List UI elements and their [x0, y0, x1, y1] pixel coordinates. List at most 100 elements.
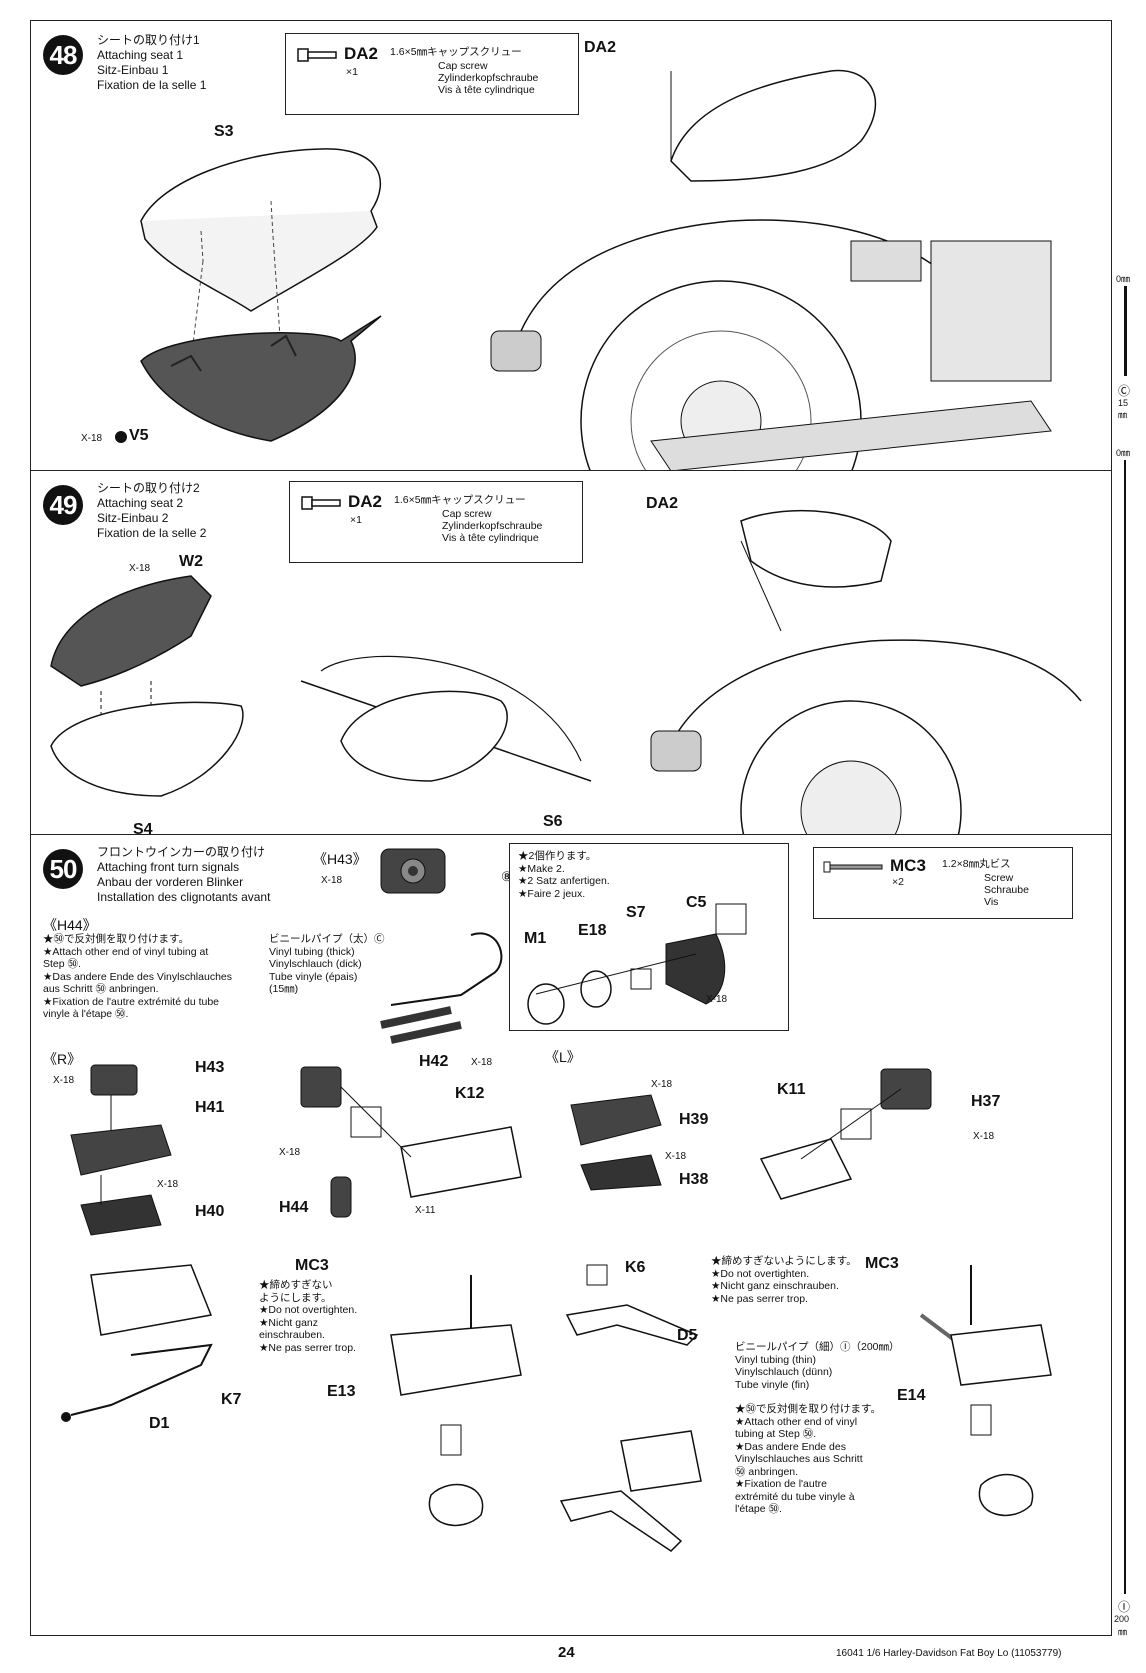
cement-x18-label: X-18	[81, 433, 103, 444]
part-k6-label: K6	[625, 1259, 646, 1276]
step-number: 50	[43, 849, 83, 889]
part-k7-label: K7	[221, 1391, 242, 1408]
screw-code: DA2	[348, 492, 383, 511]
title-en: Attaching seat 2	[97, 496, 184, 510]
part-c5-label: C5	[686, 894, 707, 911]
part-d1-label: D1	[149, 1415, 170, 1432]
seat-w2-drawing	[50, 575, 244, 797]
step-48-panel: 48 シートの取り付け1 Attaching seat 1 Sitz-Einba…	[30, 20, 1112, 562]
title-fr: Fixation de la selle 2	[97, 526, 207, 540]
step-title: シートの取り付け2 Attaching seat 2 Sitz-Einbau 2…	[97, 481, 206, 541]
screw-box: DA2 ×1 1.6×5㎜キャップスクリュー Cap screw Zylinde…	[285, 33, 579, 115]
part-m1-label: M1	[524, 930, 547, 947]
left-switch-assembly-drawing	[759, 1068, 932, 1200]
part-d5-label: D5	[677, 1327, 698, 1344]
scale-top-unit: ㎜	[1118, 410, 1128, 420]
title-jp: シートの取り付け1	[97, 33, 200, 47]
part-s3-label: S3	[214, 123, 234, 140]
part-h37-label: H37	[971, 1093, 1001, 1110]
screw-fr: Vis à tête cylindrique	[442, 532, 539, 544]
cement-x18-label: X-18	[53, 1075, 75, 1086]
part-k11-label: K11	[777, 1081, 806, 1098]
screw-en: Cap screw	[442, 508, 492, 520]
screw-box: DA2 ×1 1.6×5㎜キャップスクリュー Cap screw Zylinde…	[289, 481, 583, 563]
step-number: 49	[43, 485, 83, 525]
no-overtighten-note-left: ★締めすぎないようにします。 ★Do not overtighten. ★Nic…	[711, 1255, 857, 1305]
scale-bottom-bar	[1124, 460, 1126, 1594]
h43-sub-label: 《H43》	[313, 851, 367, 867]
screw-da2-label: DA2	[646, 495, 679, 512]
left-lever-drawing	[565, 1264, 699, 1346]
motorcycle-rear-drawing	[490, 69, 1052, 562]
screw-en: Screw	[984, 872, 1014, 884]
cement-x18-label: X-18	[471, 1057, 493, 1068]
cap-screw-icon	[301, 496, 341, 510]
cement-x11-label: X-11	[415, 1205, 436, 1216]
cement-x18-label: X-18	[279, 1147, 301, 1158]
round-screw-icon	[823, 861, 883, 873]
screw-de: Zylinderkopfschraube	[442, 520, 543, 532]
scale-top-zero: 0㎜	[1116, 274, 1131, 284]
make-two-note: ★2個作ります。 ★Make 2. ★2 Satz anfertigen. ★F…	[518, 850, 610, 900]
h44-sub-label: 《H44》	[43, 917, 97, 933]
h43-part-drawing	[380, 848, 446, 894]
step-50-panel: 50 フロントウインカーの取り付け Attaching front turn s…	[30, 834, 1112, 1636]
h44-note: ★㊿で反対側を取り付けます。 ★Attach other end of viny…	[43, 933, 232, 1020]
part-h44-label: H44	[279, 1199, 309, 1216]
right-master-cylinder-drawing	[70, 1064, 172, 1236]
part-h43-label: H43	[195, 1059, 225, 1076]
turn-signal-box: ★2個作ります。 ★Make 2. ★2 Satz anfertigen. ★F…	[509, 843, 789, 1031]
part-h40-label: H40	[195, 1203, 225, 1220]
screw-mc3-label: MC3	[295, 1257, 329, 1274]
turn-signal-parts-drawing	[527, 903, 747, 1025]
attach-other-end-note: ★㊿で反対側を取り付けます。 ★Attach other end of viny…	[735, 1403, 881, 1515]
right-final-assembly-drawing	[390, 1275, 522, 1527]
screw-size: 1.6×5㎜キャップスクリュー	[390, 46, 522, 58]
cement-dot-icon	[115, 431, 127, 443]
cement-x18-label: X-18	[157, 1179, 179, 1190]
part-e14-label: E14	[897, 1387, 926, 1404]
left-master-cylinder-drawing	[570, 1094, 662, 1191]
screw-size: 1.2×8㎜丸ビス	[942, 858, 1011, 870]
scale-top-length: 15	[1118, 398, 1129, 408]
scale-top-letter: Ⓒ	[1118, 384, 1131, 398]
right-switch-assembly-drawing	[300, 1066, 522, 1218]
tubing-thin-note: ビニールパイプ（細）Ⓘ（200㎜） Vinyl tubing (thin) Vi…	[735, 1341, 900, 1391]
title-jp: シートの取り付け2	[97, 481, 200, 495]
screw-code: DA2	[344, 44, 379, 63]
title-fr: Installation des clignotants avant	[97, 890, 271, 904]
part-s7-label: S7	[626, 904, 646, 921]
scale-bottom-zero: 0㎜	[1116, 448, 1131, 458]
title-en: Attaching front turn signals	[97, 860, 240, 874]
screw-qty: ×2	[892, 876, 904, 888]
title-fr: Fixation de la selle 1	[97, 78, 207, 92]
right-side-label: 《R》	[43, 1051, 82, 1067]
screw-qty: ×1	[346, 66, 358, 78]
step-49-panel: 49 シートの取り付け2 Attaching seat 2 Sitz-Einba…	[30, 470, 1112, 922]
part-h42-label: H42	[419, 1053, 449, 1070]
step-title: シートの取り付け1 Attaching seat 1 Sitz-Einbau 1…	[97, 33, 206, 93]
screw-en: Cap screw	[438, 60, 488, 72]
seat-s3-drawing	[140, 148, 382, 442]
page-number: 24	[558, 1644, 575, 1661]
cement-x18-label: X-18	[973, 1131, 995, 1142]
part-h39-label: H39	[679, 1111, 709, 1128]
cement-x18-label: X-18	[129, 563, 151, 574]
tubing-thick-note: ビニールパイプ（太）Ⓒ Vinyl tubing (thick) Vinylsc…	[269, 933, 385, 995]
fender-s6-drawing	[300, 655, 592, 782]
no-overtighten-note-right: ★締めすぎない ようにします。 ★Do not overtighten. ★Ni…	[259, 1279, 358, 1354]
h43-ref-label: ⑧	[501, 869, 513, 884]
step-number: 48	[43, 35, 83, 75]
part-w2-label: W2	[179, 553, 203, 570]
screw-code: MC3	[890, 856, 926, 875]
product-code: 16041 1/6 Harley-Davidson Fat Boy Lo (11…	[836, 1648, 1062, 1659]
part-v5-label: V5	[129, 427, 149, 444]
left-final-assembly-drawing	[919, 1265, 1052, 1517]
screw-fr: Vis à tête cylindrique	[438, 84, 535, 96]
scale-bottom-unit: ㎜	[1118, 1627, 1128, 1637]
left-side-label: 《L》	[545, 1049, 581, 1065]
cement-x18-label: X-18	[665, 1151, 687, 1162]
step-title: フロントウインカーの取り付け Attaching front turn sign…	[97, 845, 270, 905]
scale-bottom-length: 200	[1114, 1614, 1130, 1624]
h44-tubing-drawing	[380, 932, 503, 1044]
